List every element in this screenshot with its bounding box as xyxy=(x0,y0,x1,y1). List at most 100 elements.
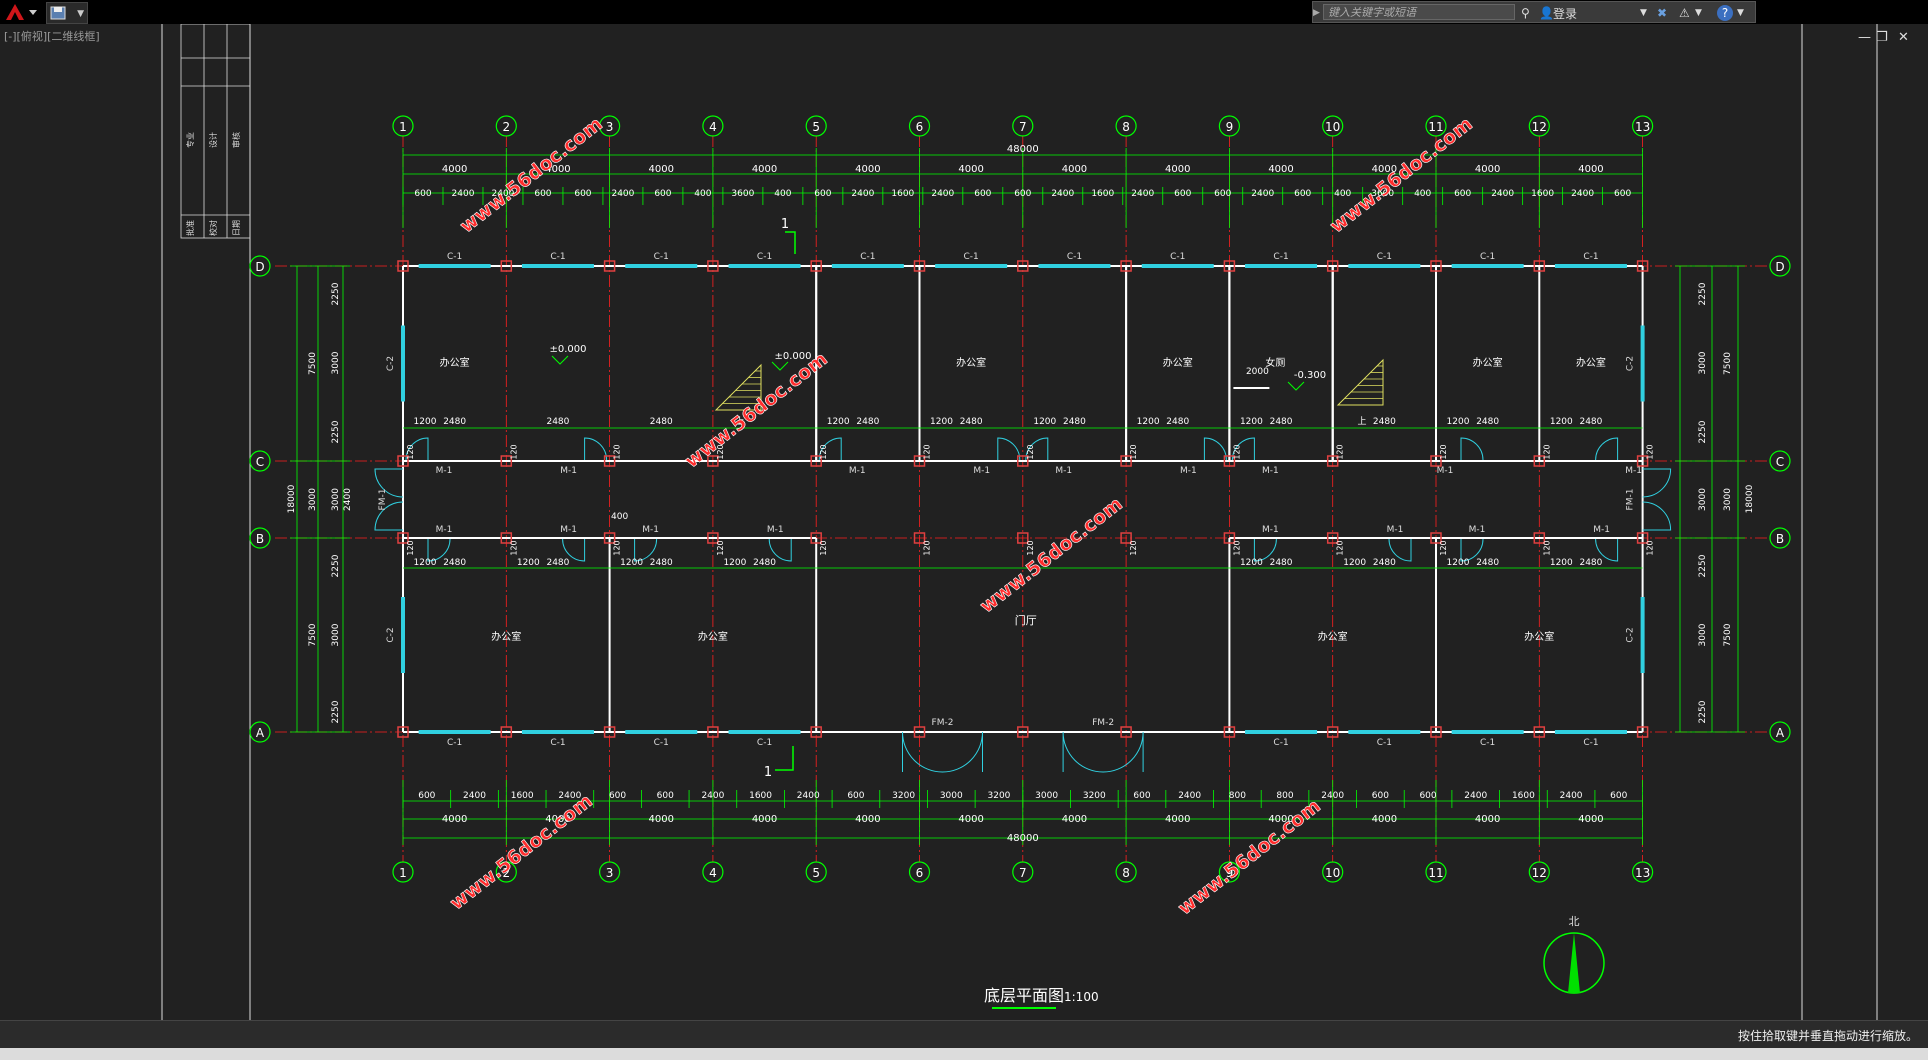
grid-bubble xyxy=(1425,115,1447,137)
floor-plan-drawing[interactable]: 专业设计审核批准校对日期 480004800040004000400040004… xyxy=(0,23,1928,1020)
dim-left: 3000 xyxy=(331,623,341,646)
dim-detail: 2400 xyxy=(611,189,634,199)
door-label: FM-2 xyxy=(1092,718,1114,728)
dim-wall: 120 xyxy=(613,444,622,459)
dim-corridor: 1200 xyxy=(517,558,540,568)
grid-bubble xyxy=(1425,861,1447,883)
dim-bay: 4000 xyxy=(442,814,467,825)
restore-icon[interactable]: ❐ xyxy=(1876,30,1888,45)
column-marker xyxy=(1017,455,1029,467)
column-marker xyxy=(913,532,926,544)
expand-arrow-icon[interactable]: ▶ xyxy=(1313,8,1320,18)
dim-detail: 1600 xyxy=(1512,791,1535,801)
grid-label-y: B xyxy=(256,532,264,546)
chevron-down-icon[interactable]: ▼ xyxy=(1695,8,1702,18)
dim-wall: 120 xyxy=(1646,540,1655,555)
dim-detail: 600 xyxy=(1372,791,1389,801)
chevron-down-icon[interactable]: ▼ xyxy=(1640,8,1647,18)
grid-label-x: 12 xyxy=(1532,866,1547,880)
column-marker xyxy=(1533,532,1546,544)
dim-detail: 2400 xyxy=(1491,189,1514,199)
dim-bay: 4000 xyxy=(545,814,570,825)
door-label: M-1 xyxy=(1593,525,1610,535)
grid-bubble xyxy=(392,861,414,883)
dim-wall: 120 xyxy=(1129,444,1138,459)
grid-label-x: 9 xyxy=(1226,866,1234,880)
column-marker xyxy=(1533,260,1546,272)
dim-left-sum: 7500 xyxy=(308,623,318,646)
level-triangle xyxy=(1287,381,1305,391)
dim-detail: 400 xyxy=(774,189,791,199)
dim-wall: 120 xyxy=(716,444,725,459)
column-marker xyxy=(1430,532,1442,544)
grid-bubble xyxy=(702,115,724,137)
dim-corridor: 2480 xyxy=(1063,417,1086,427)
user-icon[interactable]: 👤 xyxy=(1539,6,1554,20)
status-bar: 按住拾取键并垂直拖动进行缩放。 xyxy=(0,1020,1928,1049)
title-block-text: 批准 xyxy=(185,220,195,236)
door-swing xyxy=(584,437,608,461)
column-marker xyxy=(1017,726,1029,738)
door-swing xyxy=(427,538,451,562)
dim-corridor: 1200 xyxy=(930,417,953,427)
dim-corridor: 1200 xyxy=(827,417,850,427)
column-marker xyxy=(1120,455,1132,467)
search-input[interactable] xyxy=(1323,4,1515,20)
viewport-controls[interactable]: [-][俯视][二维线框] xyxy=(4,30,100,43)
dim-corridor: 2480 xyxy=(1579,558,1602,568)
login-button[interactable]: 登录 xyxy=(1553,7,1578,21)
column-marker xyxy=(397,726,409,738)
column-marker xyxy=(1636,455,1649,467)
title-bar: ▼ ▶ ⚲ 👤 登录 ▼ ✖ ⚠ ▼ ? ▼ xyxy=(0,0,1928,24)
binoculars-icon[interactable]: ⚲ xyxy=(1521,6,1530,20)
dim-detail: 2400 xyxy=(558,791,581,801)
room-label: 办公室 xyxy=(1524,630,1554,643)
door-label: M-1 xyxy=(1625,466,1642,476)
help-icon[interactable]: ? xyxy=(1717,5,1733,21)
quick-access-toolbar[interactable]: ▼ xyxy=(46,2,88,24)
dim-bay: 4000 xyxy=(1372,164,1397,175)
door-swing xyxy=(1253,538,1277,562)
dim-corridor: 1200 xyxy=(1240,558,1263,568)
exchange-icon[interactable]: ✖ xyxy=(1657,6,1668,20)
grid-label-y: D xyxy=(255,260,264,274)
dim-bay: 4000 xyxy=(649,814,674,825)
window-label: C-1 xyxy=(1583,252,1598,262)
grid-label-x: 5 xyxy=(812,866,820,880)
grid-label-x: 1 xyxy=(399,120,407,134)
door-swing xyxy=(1388,538,1412,562)
dim-corridor: 1200 xyxy=(1240,417,1263,427)
window-label: C-1 xyxy=(1377,738,1392,748)
autodesk-a360-icon[interactable]: ⚠ xyxy=(1679,6,1690,20)
dim-detail: 600 xyxy=(654,189,671,199)
dim-wall: 120 xyxy=(1542,540,1551,555)
section-mark: 1 xyxy=(764,765,772,780)
dim-wall: 120 xyxy=(1542,444,1551,459)
level-mark: ±0.000 xyxy=(549,344,586,355)
window-label: C-1 xyxy=(1273,738,1288,748)
chevron-down-icon[interactable]: ▼ xyxy=(77,9,84,19)
column-marker xyxy=(707,726,719,738)
chevron-down-icon[interactable]: ▼ xyxy=(1737,8,1744,18)
grid-bubble xyxy=(249,450,271,472)
close-icon[interactable]: ✕ xyxy=(1898,30,1909,45)
column-marker xyxy=(1636,532,1649,544)
column-marker xyxy=(603,455,616,467)
dim-detail: 600 xyxy=(1454,189,1471,199)
north-arrow: 北 xyxy=(1543,915,1605,994)
section-mark: 1 xyxy=(781,217,789,232)
dim-corridor: 1200 xyxy=(1137,417,1160,427)
column-marker xyxy=(707,532,719,544)
door-label: M-1 xyxy=(1262,525,1279,535)
dim-wall: 120 xyxy=(1026,540,1035,555)
grid-bubble xyxy=(598,115,621,137)
application-menu-button[interactable] xyxy=(2,1,42,23)
dim-corridor: 2480 xyxy=(1579,417,1602,427)
door-label: M-1 xyxy=(560,525,577,535)
minimize-icon[interactable]: — xyxy=(1858,30,1871,45)
dim-bay: 4000 xyxy=(1268,164,1293,175)
dim-right: 3000 xyxy=(1698,351,1708,374)
column-marker xyxy=(810,455,822,467)
dim-corridor: 2480 xyxy=(1270,417,1293,427)
